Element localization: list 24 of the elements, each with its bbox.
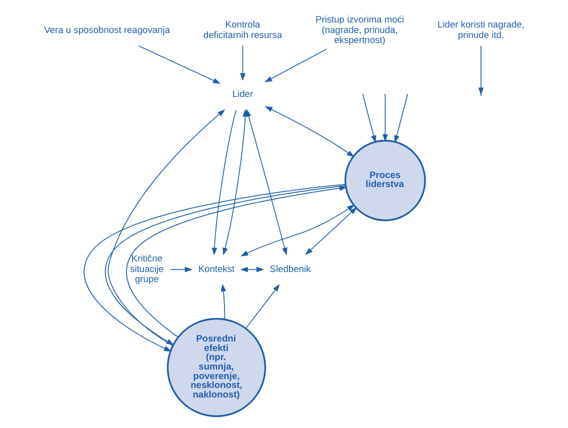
arrow (245, 284, 280, 329)
arrow (362, 95, 376, 144)
arrow (382, 95, 388, 142)
node-text: Pristup izvorima moći (nagrade, prinuda, ekspertnost) (315, 14, 404, 45)
arrow (264, 106, 354, 158)
node-text: Kritične situacije grupe (130, 254, 164, 284)
node-text: Kontrola deficitarnih resursa (202, 20, 282, 40)
arrow (264, 48, 326, 82)
arrow (240, 266, 264, 272)
arrow (222, 108, 248, 256)
arrow (169, 266, 192, 272)
arrow (138, 45, 220, 84)
node-text: Lider (232, 89, 253, 100)
node-text: Sledbenik (269, 264, 310, 274)
arrow (240, 45, 245, 81)
arrow (304, 207, 357, 255)
arrow (240, 204, 354, 256)
node-text: Kontekst (198, 264, 234, 274)
node-text: Vera u sposobnost reagovanja (44, 24, 170, 35)
arrow (220, 284, 226, 320)
node-text: Lider koristi nagrade, prinude itd. (437, 20, 524, 40)
arrow (394, 95, 408, 144)
arrow (211, 110, 236, 256)
arrow (478, 45, 484, 96)
